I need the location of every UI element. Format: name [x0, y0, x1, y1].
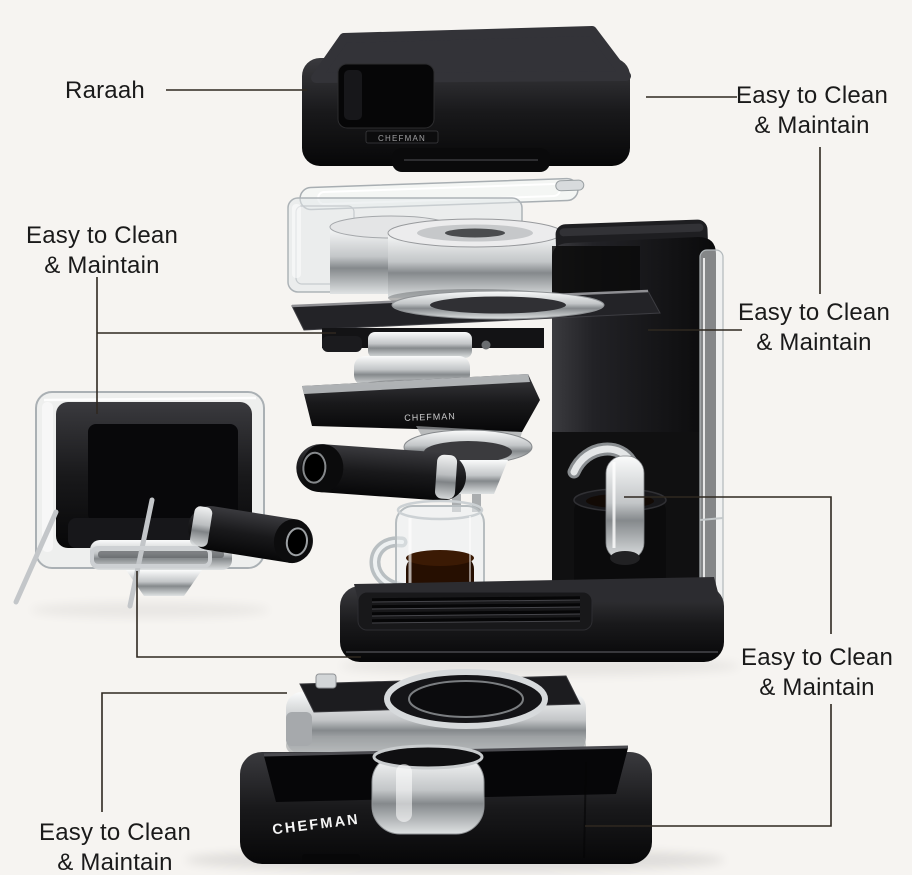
- bean-hopper-lid: CHEFMAN: [302, 26, 631, 172]
- assembly-handle: [188, 506, 313, 564]
- callout-top-right: Easy to Clean & Maintain: [712, 81, 912, 141]
- callout-top-left: Raraah: [40, 76, 170, 106]
- callout-line: & Maintain: [44, 252, 160, 279]
- callout-line: & Maintain: [756, 329, 872, 356]
- callout-line: Easy to Clean: [38, 819, 191, 846]
- leader-left-assembly: [136, 571, 361, 658]
- callout-line: Easy to Clean: [740, 644, 893, 671]
- callout-line: & Maintain: [759, 674, 875, 701]
- front-badge-text: CHEFMAN: [404, 411, 456, 423]
- callout-line: Easy to Clean: [735, 82, 888, 109]
- callout-line: Easy to Clean: [25, 222, 178, 249]
- leader-lower-right-bottom: [585, 704, 832, 827]
- callout-line: & Maintain: [57, 849, 173, 875]
- portafilter-handle: [296, 444, 467, 501]
- callout-bottom-left: Easy to Clean & Maintain: [12, 818, 218, 875]
- brew-group: [296, 429, 533, 512]
- callout-line: Raraah: [65, 77, 145, 104]
- steam-wand-area: [567, 442, 667, 598]
- callout-lower-right: Easy to Clean & Maintain: [722, 643, 912, 703]
- steam-wand: [605, 455, 645, 561]
- grinder-platform: [291, 289, 661, 395]
- machine-base: [340, 577, 724, 662]
- removable-brew-assembly: [13, 391, 313, 609]
- top-badge-text: CHEFMAN: [378, 134, 426, 143]
- leader-lower-right-top: [624, 496, 832, 634]
- callout-mid-right: Easy to Clean & Maintain: [716, 298, 912, 358]
- leader-lines: [96, 89, 832, 827]
- drip-tray: [286, 669, 586, 766]
- callout-line: Easy to Clean: [737, 299, 890, 326]
- leader-bottom-left: [101, 692, 287, 812]
- callout-line: & Maintain: [754, 112, 870, 139]
- base-tray: CHEFMAN: [240, 744, 652, 864]
- callout-mid-left: Easy to Clean & Maintain: [0, 221, 204, 281]
